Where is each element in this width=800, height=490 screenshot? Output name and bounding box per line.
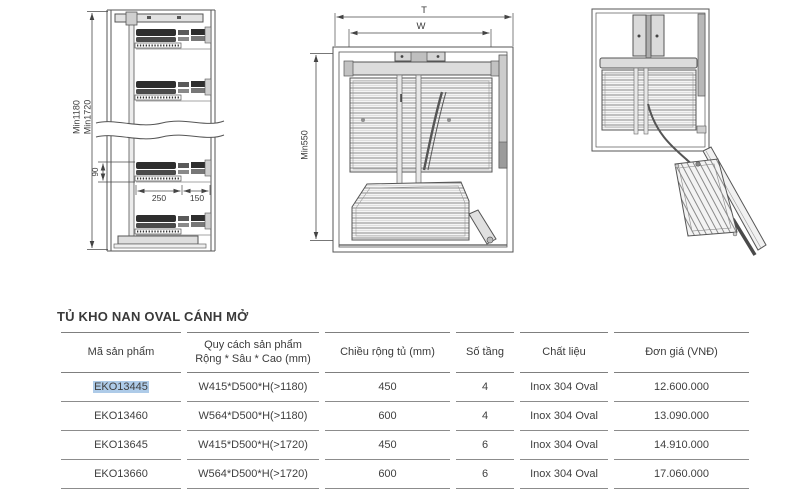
basket-tier-2	[134, 78, 212, 102]
basket-width-label: 250	[152, 193, 166, 203]
depth-dimension: Min550	[299, 53, 335, 241]
main-basket	[601, 69, 697, 131]
height-label-min1720: Min1720	[82, 100, 92, 135]
cell-material: Inox 304 Oval	[520, 431, 608, 460]
cell-product-code: EKO13460	[61, 402, 181, 431]
cell-price: 17.060.000	[614, 460, 749, 489]
col-header-spec: Quy cách sản phẩm Rộng * Sâu * Cao (mm)	[187, 332, 319, 373]
product-section: TỦ KHO NAN OVAL CÁNH MỞ Mã sản phẩm Quy …	[55, 309, 757, 489]
cell-tiers: 4	[456, 402, 514, 431]
base-plate	[117, 235, 199, 245]
break-line-top	[95, 120, 225, 126]
product-table: Mã sản phẩm Quy cách sản phẩm Rộng * Sâu…	[55, 332, 755, 489]
t-dimension: T	[334, 5, 514, 46]
cell-spec: W415*D500*H(>1180)	[187, 373, 319, 402]
col-header-price: Đơn giá (VNĐ)	[614, 332, 749, 373]
cell-spec: W564*D500*H(>1180)	[187, 402, 319, 431]
t-label: T	[421, 5, 427, 16]
mounting-bar	[599, 57, 698, 69]
hinge-arm	[468, 209, 497, 245]
section-title: TỦ KHO NAN OVAL CÁNH MỞ	[57, 309, 249, 324]
door-basket	[674, 158, 738, 237]
cell-cabinet-width: 600	[325, 402, 450, 431]
basket-tier-4	[134, 212, 212, 236]
rail-width-label: 150	[190, 193, 204, 203]
table-row: EKO13445 W415*D500*H(>1180) 450 4 Inox 3…	[61, 373, 749, 402]
basket-tier-1	[134, 26, 212, 50]
tier-spacing-label: 90	[91, 167, 100, 176]
cell-tiers: 4	[456, 373, 514, 402]
col-header-tiers: Số tầng	[456, 332, 514, 373]
table-row: EKO13660 W564*D500*H(>1720) 600 6 Inox 3…	[61, 460, 749, 489]
height-label-min1180: Min1180	[71, 100, 81, 134]
cell-spec: W564*D500*H(>1720)	[187, 460, 319, 489]
width-dimensions: 250 150	[135, 185, 211, 203]
cell-price: 13.090.000	[614, 402, 749, 431]
lift-arm	[422, 91, 444, 171]
height-dimension: Min1180 Min1720	[71, 11, 108, 250]
cell-cabinet-width: 600	[325, 460, 450, 489]
table-row: EKO13645 W415*D500*H(>1720) 450 6 Inox 3…	[61, 431, 749, 460]
break-line-bottom	[95, 134, 225, 140]
side-rail	[697, 13, 706, 97]
table-row: EKO13460 W564*D500*H(>1180) 600 4 Inox 3…	[61, 402, 749, 431]
col-header-material: Chất liệu	[520, 332, 608, 373]
basket-tier-3	[134, 159, 212, 183]
cell-product-code: EKO13660	[61, 460, 181, 489]
open-door-drawing	[591, 8, 767, 256]
cell-spec: W415*D500*H(>1720)	[187, 431, 319, 460]
w-label: W	[417, 21, 426, 32]
cell-cabinet-width: 450	[325, 431, 450, 460]
cell-product-code: EKO13645	[61, 431, 181, 460]
cell-material: Inox 304 Oval	[520, 402, 608, 431]
cell-product-code: EKO13445	[61, 373, 181, 402]
tier-spacing-dimension: 90	[91, 161, 135, 183]
lower-basket	[351, 181, 470, 241]
mounting-bar	[346, 61, 498, 76]
col-header-cabinet-width: Chiều rộng tủ (mm)	[325, 332, 450, 373]
cell-tiers: 6	[456, 460, 514, 489]
col-header-product-code: Mã sản phẩm	[61, 332, 181, 373]
top-bracket	[114, 13, 204, 23]
front-view-drawing: Min1180 Min1720 90 250 150	[71, 9, 225, 252]
cell-tiers: 6	[456, 431, 514, 460]
cell-cabinet-width: 450	[325, 373, 450, 402]
plan-view-drawing: T W Min550	[299, 5, 514, 253]
selected-product-code: EKO13445	[93, 380, 149, 393]
cell-price: 14.910.000	[614, 431, 749, 460]
cell-material: Inox 304 Oval	[520, 373, 608, 402]
door-rail	[731, 218, 757, 256]
header-row: Mã sản phẩm Quy cách sản phẩm Rộng * Sâu…	[61, 332, 749, 373]
depth-label: Min550	[299, 130, 309, 160]
technical-drawings: Min1180 Min1720 90 250 150 T	[71, 5, 767, 256]
cell-material: Inox 304 Oval	[520, 460, 608, 489]
cell-price: 12.600.000	[614, 373, 749, 402]
